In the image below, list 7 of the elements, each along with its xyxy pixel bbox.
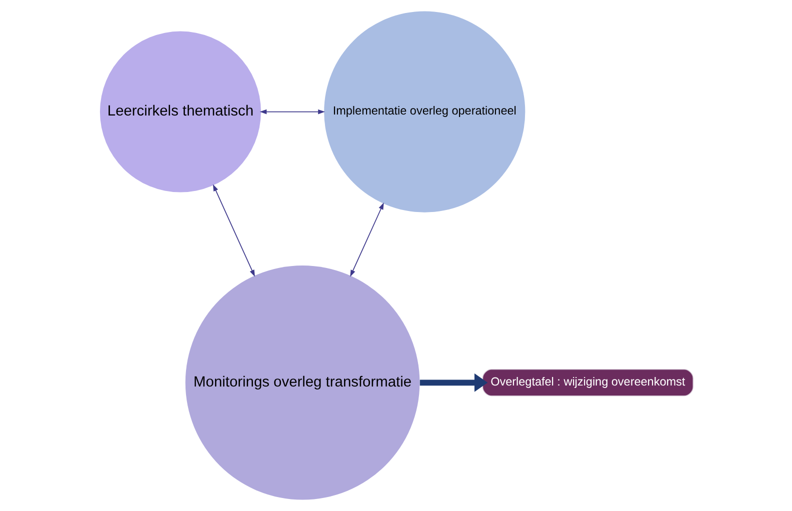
arrow [259,109,325,114]
node-circle: Monitorings overleg transformatie [184,265,420,500]
arrow [350,202,384,277]
node-box: Overlegtafel : wijziging overeenkomst [482,369,693,396]
arrow [212,184,254,277]
arrow [419,373,488,392]
node-circle: Implementatie overleg operationeel [324,11,525,212]
